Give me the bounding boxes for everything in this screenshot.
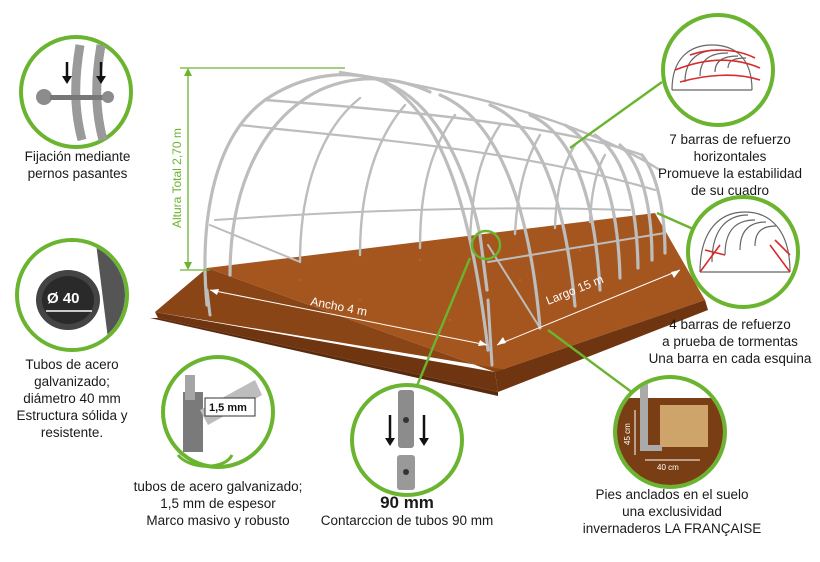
thickness-circle: 1,5 mm — [161, 355, 275, 469]
tube-circle: Ø 40 — [15, 238, 129, 352]
bolts-caption: Fijación mediante pernos pasantes — [24, 149, 131, 181]
storm-bars-caption: 4 barras de refuerzo a prueba de torment… — [648, 317, 812, 366]
greenhouse-frame — [203, 70, 667, 367]
contraction-title: 90 mm — [380, 493, 434, 512]
bolt-icon — [36, 44, 114, 142]
horizontal-bars-circle — [661, 13, 775, 127]
thickness-caption: tubos de acero galvanizado; 1,5 mm de es… — [133, 479, 303, 528]
thickness-badge: 1,5 mm — [209, 402, 247, 414]
tube-badge: Ø 40 — [47, 290, 80, 307]
anchor-width: 40 cm — [657, 463, 679, 472]
bolts-circle — [19, 35, 133, 149]
storm-bars-circle — [686, 195, 800, 309]
anchors-circle: 45 cm 40 cm — [613, 375, 727, 489]
caliper-icon — [176, 375, 262, 468]
horizontal-bars-caption: 7 barras de refuerzo horizontales Promue… — [657, 132, 803, 198]
leader-lines — [412, 81, 701, 394]
horizontal-bars-icon — [671, 44, 761, 91]
height-label: Altura Total 2,70 m — [170, 128, 184, 228]
anchor-depth: 45 cm — [623, 423, 632, 445]
joint-highlight — [470, 229, 502, 261]
tube-caption: Tubos de acero galvanizado; diámetro 40 … — [16, 357, 128, 440]
anchor-foot-icon — [617, 380, 723, 485]
contraction-circle — [350, 383, 464, 497]
height-dimension — [180, 67, 345, 271]
anchors-caption: Pies anclados en el suelo una exclusivid… — [582, 487, 762, 536]
storm-bars-icon — [699, 211, 791, 273]
length-dimension — [496, 269, 681, 346]
tube-joint-icon — [385, 390, 429, 490]
contraction-caption: 90 mm Contarccion de tubos 90 mm — [302, 494, 512, 529]
width-dimension — [209, 289, 488, 346]
